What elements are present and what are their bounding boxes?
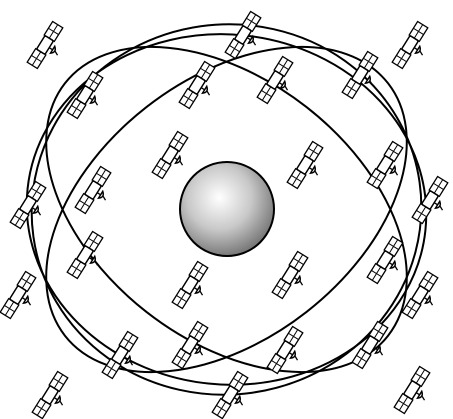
satellite-icon [272, 251, 316, 303]
satellite-icon [32, 371, 76, 419]
satellite-icon [352, 321, 396, 373]
satellite-icon [0, 271, 44, 323]
satellite-icon [402, 271, 446, 323]
satellite-icon [172, 261, 216, 313]
satellite-icon [392, 21, 436, 73]
satellite-icon [257, 56, 301, 108]
satellite-icon [67, 231, 111, 283]
satellite-icon [287, 141, 331, 193]
satellite-icon [152, 131, 196, 183]
satellite-icon [342, 51, 386, 103]
satellite-icon [394, 366, 438, 418]
satellite-icon [179, 61, 223, 113]
satellite-icon [27, 21, 71, 73]
earth-sphere [180, 162, 274, 256]
satellite-icon [172, 321, 216, 373]
satellite-icon [412, 176, 453, 228]
